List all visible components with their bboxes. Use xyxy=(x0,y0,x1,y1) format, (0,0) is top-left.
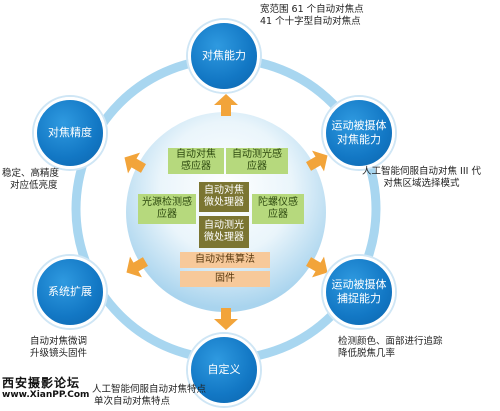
af-algorithm-box: 自动对焦算法 xyxy=(180,252,270,268)
note-bottom: 人工智能伺服自动对焦特点 单次自动对焦特点 xyxy=(92,384,207,407)
site-watermark: 西安摄影论坛 www.XianPP.Com xyxy=(2,376,90,400)
arrow-lower-left-icon xyxy=(126,256,149,278)
node-label: 运动被摄体捕捉能力 xyxy=(331,278,387,305)
arrow-up-icon xyxy=(214,94,238,116)
note-lower-right: 检测颜色、面部进行追踪 降低脱焦几率 xyxy=(338,336,443,359)
node-moving-subject-capture: 运动被摄体捕捉能力 xyxy=(323,256,395,328)
node-system-expansion: 系统扩展 xyxy=(34,256,106,328)
ae-processor-box: 自动测光微处理器 xyxy=(199,216,249,248)
node-customization: 自定义 xyxy=(188,334,260,406)
af-sensor-box: 自动对焦感应器 xyxy=(168,148,224,174)
firmware-box: 固件 xyxy=(180,271,270,287)
node-af-capability: 对焦能力 xyxy=(188,20,260,92)
gyro-sensor-box: 陀螺仪感应器 xyxy=(252,194,304,224)
arrow-lower-right-icon xyxy=(305,256,328,278)
arrow-upper-right-icon xyxy=(305,150,328,172)
node-moving-subject-af: 运动被摄体对焦能力 xyxy=(323,97,395,169)
node-label: 对焦精度 xyxy=(48,126,92,139)
note-upper-right: 人工智能伺服自动对焦 III 代 对焦区域选择模式 xyxy=(362,166,481,189)
af-processor-box: 自动对焦微处理器 xyxy=(199,182,249,212)
light-sensor-box: 光源检测感应器 xyxy=(138,194,196,224)
node-label: 自定义 xyxy=(207,363,241,376)
note-top: 宽范围 61 个自动对焦点 41 个十字型自动对焦点 xyxy=(260,4,364,27)
note-lower-left: 自动对焦微调 升级镜头固件 xyxy=(30,336,88,359)
node-label: 系统扩展 xyxy=(48,285,92,298)
arrow-upper-left-icon xyxy=(124,152,147,174)
node-af-precision: 对焦精度 xyxy=(34,97,106,169)
arrow-down-icon xyxy=(214,308,238,330)
ae-sensor-box: 自动测光感应器 xyxy=(226,148,288,174)
node-label: 对焦能力 xyxy=(202,49,246,62)
node-label: 运动被摄体对焦能力 xyxy=(331,119,387,146)
note-upper-left: 稳定、高精度 对应低亮度 xyxy=(2,168,60,191)
